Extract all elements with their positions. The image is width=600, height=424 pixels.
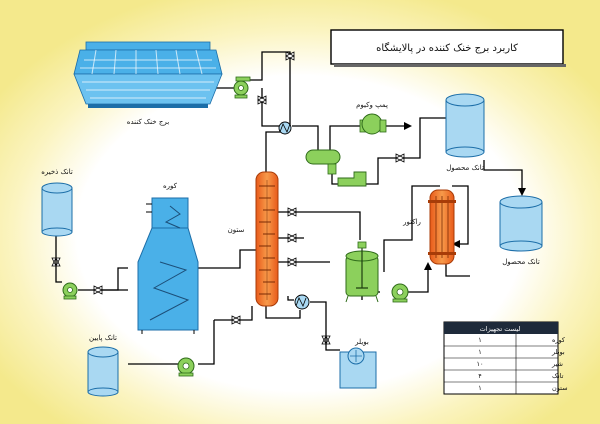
- receiver-drum: [337, 171, 367, 187]
- cooling-tower: [73, 41, 223, 108]
- table-row-name: بویلر: [551, 348, 565, 356]
- diagram-title: کاربرد برج خنک کننده در پالایشگاه: [376, 42, 518, 54]
- valve-icon: [321, 335, 331, 345]
- pipe-network: [55, 51, 526, 365]
- valve-icon: [395, 153, 405, 163]
- cooling-tower-label: برج خنک کننده: [127, 118, 169, 126]
- equipment-table: لیست تجهیزات کوره ۱ بویلر ۱ شیر ۱۰ تانک …: [443, 321, 568, 395]
- table-row-count: ۱۰: [477, 360, 484, 368]
- table-row-count: ۴: [478, 372, 482, 380]
- pump-icon: [391, 283, 409, 303]
- column-label: ستون: [228, 226, 245, 234]
- storage-tank-label: تانک ذخیره: [41, 168, 73, 176]
- table-row-name: کوره: [552, 336, 566, 344]
- table-row-count: ۱: [478, 348, 482, 356]
- product-tank-right-label: تانک محصول: [502, 258, 540, 266]
- vacuum-pump: [359, 113, 387, 135]
- equipment-table-header: لیست تجهیزات: [480, 325, 521, 333]
- furnace-label: کوره: [163, 182, 178, 190]
- valve-icon: [287, 207, 297, 217]
- product-tank-top-label: تانک محصول: [446, 164, 484, 172]
- product-tank-right: [499, 195, 543, 252]
- valve-icon: [257, 95, 267, 105]
- pump-icon: [62, 282, 78, 300]
- valve-icon: [287, 257, 297, 267]
- valve-icon: [285, 51, 295, 61]
- pump-icon: [177, 357, 195, 377]
- pump-icon: [233, 76, 251, 99]
- valve-icon: [231, 315, 241, 325]
- vacuum-pump-label: پمپ وکیوم: [356, 101, 388, 109]
- heat-exchanger-icon: [294, 294, 310, 310]
- reactor: [428, 189, 456, 265]
- storage-tank: [41, 182, 73, 237]
- reactor-label: راکتور: [402, 218, 421, 226]
- table-row-name: تانک: [552, 372, 564, 380]
- furnace: [137, 197, 199, 334]
- table-row-count: ۱: [478, 336, 482, 344]
- valve-icon: [93, 285, 103, 295]
- table-row-name: شیر: [551, 360, 563, 368]
- heat-exchanger-icon: [278, 121, 292, 135]
- boiler-label: بویلر: [354, 338, 369, 346]
- mixer-vessel: [345, 241, 379, 303]
- product-tank-top: [445, 93, 485, 158]
- valve-icon: [51, 257, 61, 267]
- condenser: [305, 149, 341, 175]
- table-row-name: ستون: [552, 384, 568, 392]
- title-box: کاربرد برج خنک کننده در پالایشگاه: [330, 29, 566, 67]
- distillation-column: [255, 171, 279, 307]
- table-row-count: ۱: [478, 384, 482, 392]
- valves: [51, 51, 405, 345]
- bottom-tank: [87, 346, 119, 397]
- valve-icon: [287, 233, 297, 243]
- bottom-tank-label: تانک پایین: [89, 334, 117, 342]
- boiler: [339, 347, 377, 389]
